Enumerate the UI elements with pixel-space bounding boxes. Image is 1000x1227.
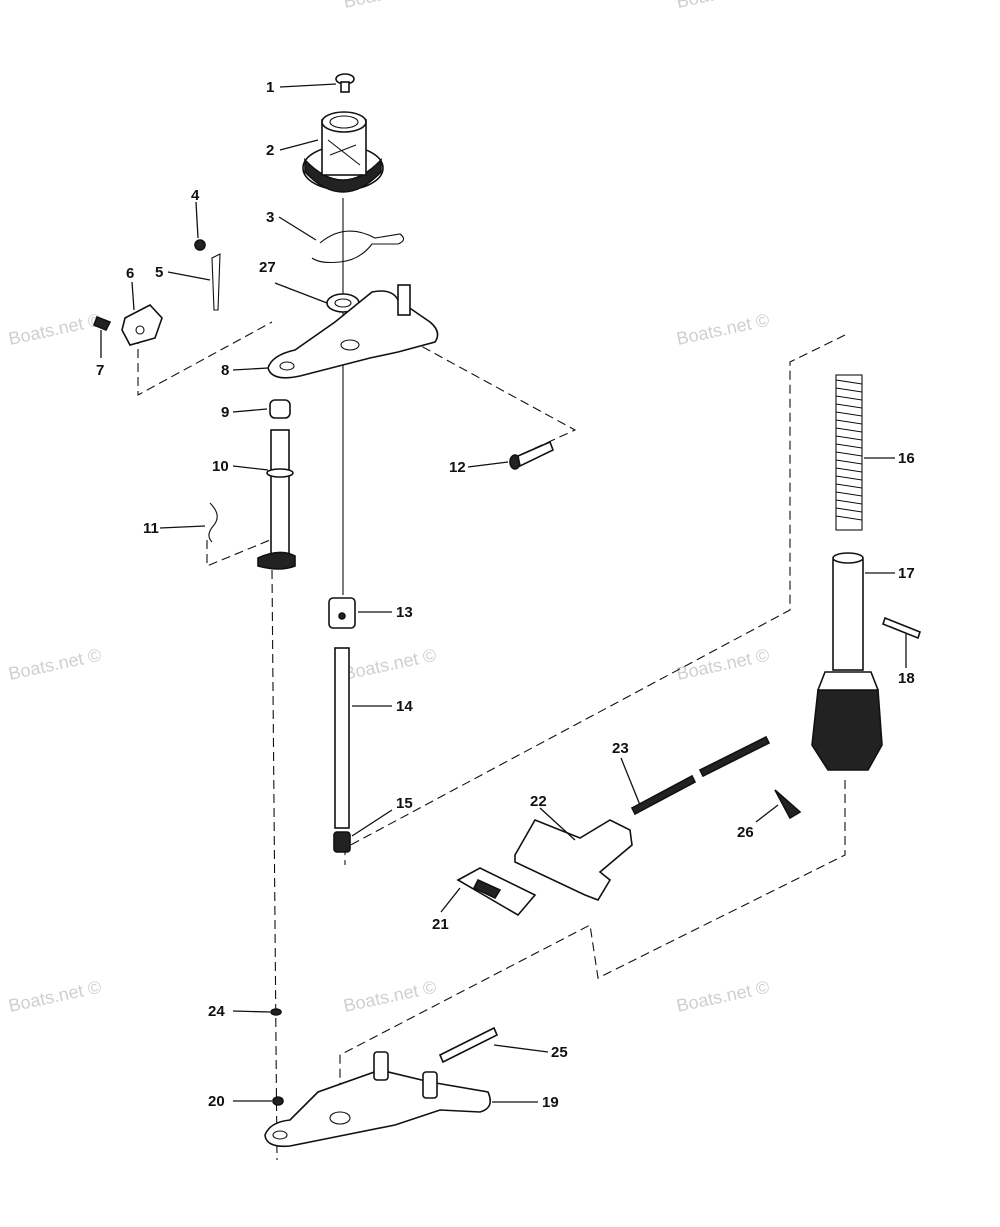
callout-20: 20	[208, 1093, 225, 1110]
part-8-lever-bracket	[267, 284, 439, 379]
part-17-tube	[832, 552, 864, 671]
part-21-plate	[456, 867, 537, 917]
part-24-clip	[270, 1008, 282, 1016]
part-5-pin	[211, 253, 221, 311]
assembly-lines	[137, 198, 846, 1161]
watermark: Boats.net ©	[342, 977, 438, 1016]
watermark: Boats.net ©	[675, 0, 771, 12]
part-18-pin	[882, 616, 921, 640]
callout-21: 21	[432, 916, 449, 933]
part-2-gear	[302, 111, 384, 193]
watermark: Boats.net ©	[7, 310, 103, 349]
watermarks: Boats.net © Boats.net © Boats.net © Boat…	[7, 0, 771, 1016]
part-25-pin	[438, 1026, 499, 1064]
part-7-screw	[92, 315, 112, 332]
callout-7: 7	[96, 362, 104, 379]
callout-1: 1	[266, 79, 274, 96]
bellows-boot	[811, 671, 883, 771]
callout-24: 24	[208, 1003, 225, 1020]
callout-11: 11	[143, 520, 159, 537]
callout-16: 16	[898, 450, 915, 467]
part-20-screw	[272, 1096, 284, 1106]
callout-25: 25	[551, 1044, 568, 1061]
callout-6: 6	[126, 265, 134, 282]
part-23-grip-strips	[630, 735, 771, 816]
callout-2: 2	[266, 142, 274, 159]
callout-17: 17	[898, 565, 915, 582]
callout-15: 15	[396, 795, 413, 812]
part-10-shaft	[257, 429, 296, 570]
callout-9: 9	[221, 404, 229, 421]
part-15-end-fitting	[333, 831, 351, 853]
watermark: Boats.net ©	[7, 645, 103, 684]
part-11-clip	[208, 502, 218, 543]
callout-4: 4	[191, 187, 200, 204]
part-12-screw	[509, 440, 555, 470]
callout-8: 8	[221, 362, 229, 379]
callout-18: 18	[898, 670, 915, 687]
callout-10: 10	[212, 458, 229, 475]
part-22-handle	[514, 818, 633, 901]
callout-3: 3	[266, 209, 274, 226]
watermark: Boats.net ©	[7, 977, 103, 1016]
watermark: Boats.net ©	[342, 0, 438, 12]
callout-23: 23	[612, 740, 629, 757]
callout-5: 5	[155, 264, 163, 281]
callout-12: 12	[449, 459, 466, 476]
callout-labels: 1 2 3 4 5 6 7 27 8 9 10 11 12 13 14 15 1…	[96, 79, 915, 1111]
watermark: Boats.net ©	[675, 310, 771, 349]
callout-13: 13	[396, 604, 413, 621]
leader-lines	[100, 83, 907, 1103]
callout-22: 22	[530, 793, 547, 810]
watermark: Boats.net ©	[675, 977, 771, 1016]
part-19-lower-lever	[264, 1051, 491, 1148]
part-16-spring	[835, 374, 863, 531]
watermark: Boats.net ©	[342, 645, 438, 684]
part-26-plug	[774, 789, 802, 820]
part-9-bushing	[269, 399, 291, 419]
part-14-rod	[334, 647, 350, 829]
callout-27: 27	[259, 259, 276, 276]
callout-14: 14	[396, 698, 413, 715]
part-4-screw	[194, 239, 206, 251]
part-1-screw	[335, 73, 355, 93]
part-13-coupling	[328, 597, 356, 629]
callout-19: 19	[542, 1094, 559, 1111]
part-3-spring-clip	[311, 230, 405, 264]
part-6-bracket	[121, 304, 163, 346]
callout-26: 26	[737, 824, 754, 841]
